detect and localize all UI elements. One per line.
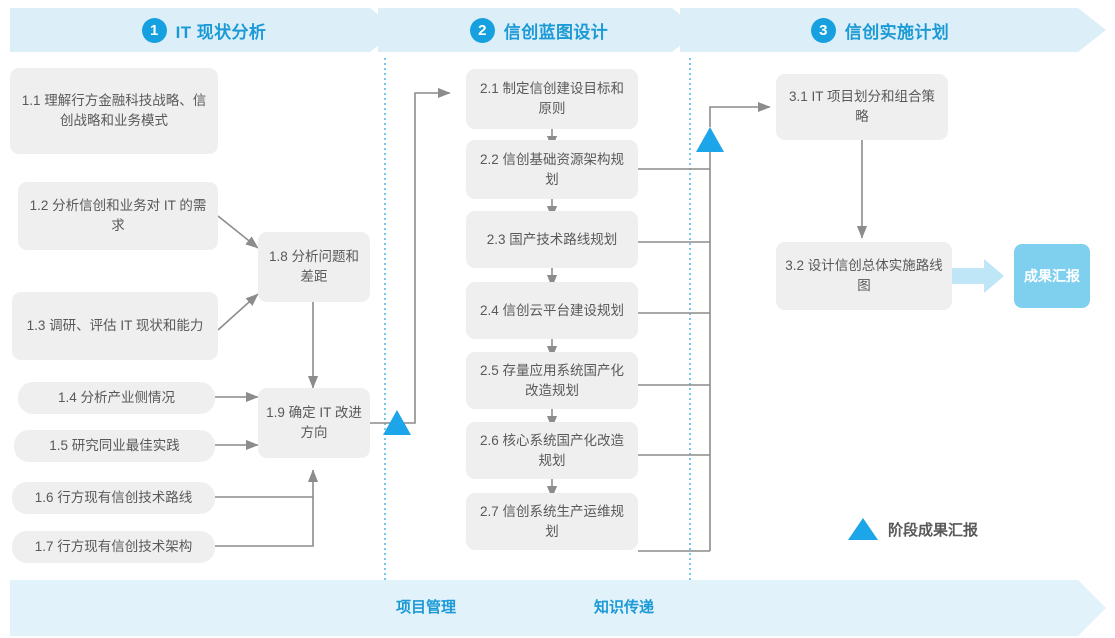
task-box-2-3[interactable]: 2.3 国产技术路线规划: [466, 211, 638, 268]
conn-1-7-to-1-9: [215, 497, 314, 547]
task-box-3-2[interactable]: 3.2 设计信创总体实施路线图: [776, 242, 952, 310]
phase-title-3: 信创实施计划: [844, 22, 950, 42]
phase-title-1: IT 现状分析: [175, 22, 267, 42]
task-box-1-3[interactable]: 1.3 调研、评估 IT 现状和能力: [12, 292, 218, 360]
phase-header-1[interactable]: 1 IT 现状分析: [10, 8, 398, 52]
conn-milestone2-to-3-1: [709, 101, 771, 127]
final-output-box[interactable]: 成果汇报: [1014, 244, 1090, 308]
task-box-1-4[interactable]: 1.4 分析产业侧情况: [18, 382, 215, 414]
legend-milestone: 阶段成果汇报: [848, 518, 978, 540]
conn-3-2-to-report: [952, 259, 1004, 293]
phase-header-3[interactable]: 3 信创实施计划: [680, 8, 1080, 52]
conn-1-3-to-1-8: [217, 293, 259, 331]
task-box-2-7[interactable]: 2.7 信创系统生产运维规划: [466, 493, 638, 550]
task-box-1-1[interactable]: 1.1 理解行方金融科技战略、信创战略和业务模式: [10, 68, 218, 154]
milestone-triangle-icon: [848, 518, 878, 540]
task-box-1-7[interactable]: 1.7 行方现有信创技术架构: [12, 531, 215, 563]
band-label-project-management[interactable]: 项目管理: [396, 599, 457, 616]
phase-number-2: 2: [469, 17, 495, 43]
conn-1-6-to-1-9: [215, 469, 319, 498]
task-box-1-6[interactable]: 1.6 行方现有信创技术路线: [12, 482, 215, 514]
phase-number-1: 1: [141, 17, 167, 43]
bottom-band: [10, 580, 1106, 636]
task-box-2-5[interactable]: 2.5 存量应用系统国产化改造规划: [466, 352, 638, 409]
milestone-triangle-phase1: [383, 410, 411, 435]
task-box-1-5[interactable]: 1.5 研究同业最佳实践: [14, 430, 215, 462]
task-box-3-1[interactable]: 3.1 IT 项目划分和组合策略: [776, 74, 948, 140]
phase-header-2[interactable]: 2 信创蓝图设计: [378, 8, 700, 52]
legend-label: 阶段成果汇报: [888, 521, 979, 539]
conn-1-9-to-2-1: [370, 87, 451, 424]
task-box-2-2[interactable]: 2.2 信创基础资源架构规划: [466, 140, 638, 199]
phase-number-3: 3: [810, 17, 836, 43]
milestone-triangle-phase2: [696, 127, 724, 152]
band-label-knowledge-transfer[interactable]: 知识传递: [594, 599, 655, 616]
task-box-2-1[interactable]: 2.1 制定信创建设目标和原则: [466, 69, 638, 129]
task-box-2-6[interactable]: 2.6 核心系统国产化改造规划: [466, 422, 638, 479]
conn-1-2-to-1-8: [217, 215, 259, 249]
final-output-label: 成果汇报: [1024, 267, 1080, 284]
task-box-1-2[interactable]: 1.2 分析信创和业务对 IT 的需求: [18, 182, 218, 250]
phase-title-2: 信创蓝图设计: [503, 22, 609, 42]
task-box-1-9[interactable]: 1.9 确定 IT 改进方向: [258, 388, 370, 458]
task-box-1-8[interactable]: 1.8 分析问题和差距: [258, 232, 370, 302]
task-box-2-4[interactable]: 2.4 信创云平台建设规划: [466, 282, 638, 339]
